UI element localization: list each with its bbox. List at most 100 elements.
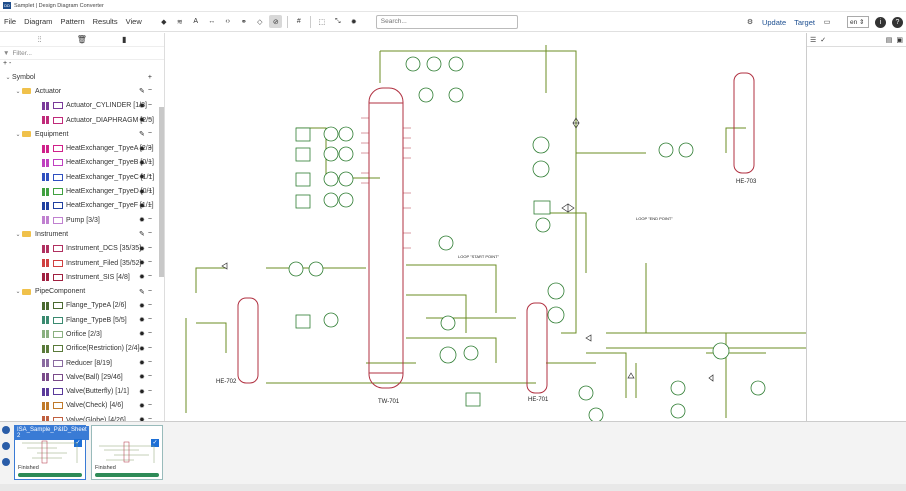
symbol-item[interactable]: Flange_TypeB [5/5]✹− — [0, 313, 164, 327]
arrows-icon[interactable]: ↔ — [208, 18, 216, 25]
select-icon[interactable]: ⬚ — [318, 18, 326, 26]
color-swatch[interactable] — [42, 401, 50, 410]
info-icon[interactable]: i — [875, 16, 886, 28]
minus-icon[interactable]: − — [147, 373, 152, 381]
minus-icon[interactable]: − — [147, 273, 152, 281]
sliders-icon[interactable]: ⫶⫶ — [37, 34, 42, 44]
minus-icon[interactable]: − — [147, 216, 152, 224]
symbol-item[interactable]: HeatExchanger_TpyeA [2/3]✹− — [0, 141, 164, 155]
edit-icon[interactable]: ✎ — [139, 88, 145, 96]
color-swatch[interactable] — [42, 158, 50, 167]
color-swatch[interactable] — [42, 273, 50, 282]
symbol-folder[interactable]: ⌄Actuator✎− — [0, 84, 164, 98]
sheet-thumbnail[interactable]: ISA_Sample_P&ID_Sheet 2 ✓ Finished — [14, 425, 89, 480]
color-swatch[interactable] — [42, 416, 50, 421]
symbol-item[interactable]: Reducer [8/19]✹− — [0, 356, 164, 370]
trash-icon[interactable]: 🗑 — [76, 35, 87, 44]
minus-icon[interactable]: − — [147, 301, 152, 309]
symbol-group[interactable]: ⌄Symbol+ — [0, 70, 164, 84]
menu-view[interactable]: View — [125, 17, 142, 26]
minus-icon[interactable]: − — [147, 244, 152, 252]
gear-icon[interactable]: ✹ — [139, 260, 145, 267]
color-swatch[interactable] — [42, 387, 50, 396]
clipboard-icon[interactable]: ▮ — [122, 35, 127, 44]
window-icon[interactable]: ▣ — [896, 36, 903, 44]
symbol-item[interactable]: Valve(Check) [4/6]✹− — [0, 399, 164, 413]
list-icon[interactable]: ☰ — [810, 36, 817, 44]
color-swatch[interactable] — [42, 259, 50, 267]
gear-icon[interactable]: ✹ — [139, 159, 145, 167]
gear-icon[interactable]: ✹ — [139, 274, 145, 282]
symbol-item[interactable]: Orifice [2/3]✹− — [0, 327, 164, 341]
gear-icon[interactable]: ✹ — [139, 188, 145, 196]
gear-icon[interactable]: ✹ — [139, 331, 145, 339]
gear-icon[interactable]: ✹ — [139, 302, 145, 310]
color-swatch[interactable] — [42, 316, 50, 325]
symbol-folder[interactable]: ⌄PipeComponent✎− — [0, 284, 164, 298]
gear-icon[interactable]: ✹ — [139, 417, 145, 421]
symbol-item[interactable]: Instrument_Filed [35/52]✹− — [0, 256, 164, 270]
minus-icon[interactable]: − — [147, 144, 152, 152]
color-swatch[interactable] — [42, 187, 50, 196]
chevron-down-icon[interactable]: ⌄ — [15, 231, 21, 238]
symbol-item[interactable]: Valve(Ball) [29/46]✹− — [0, 370, 164, 384]
minus-icon[interactable]: − — [147, 201, 152, 209]
gear-icon[interactable]: ✹ — [139, 202, 145, 210]
gear-icon[interactable]: ✹ — [139, 102, 145, 110]
color-swatch[interactable] — [42, 101, 50, 110]
horizontal-scrollbar[interactable] — [0, 484, 906, 491]
gear-icon[interactable]: ✹ — [139, 317, 145, 325]
check-circle-icon[interactable] — [2, 426, 10, 434]
symbol-item[interactable]: Valve(Butterfly) [1/1]✹− — [0, 385, 164, 399]
add-icon[interactable]: + — [147, 73, 152, 81]
minus-icon[interactable]: − — [147, 187, 152, 195]
gear-icon[interactable]: ✹ — [350, 18, 357, 26]
gear-icon[interactable]: ✹ — [139, 245, 145, 253]
gear-icon[interactable]: ✹ — [139, 217, 145, 225]
chevron-down-icon[interactable]: ⌄ — [5, 74, 11, 81]
code-icon[interactable]: ‹› — [225, 18, 231, 25]
chevron-down-icon[interactable]: ⌄ — [15, 131, 21, 138]
sheet-thumbnail[interactable]: ✓ Finished — [91, 425, 163, 480]
menu-diagram[interactable]: Diagram — [24, 17, 53, 26]
edit-icon[interactable]: ✎ — [139, 231, 145, 239]
gear-icon[interactable]: ✹ — [139, 174, 145, 182]
target-button[interactable]: Target — [794, 17, 815, 27]
minus-icon[interactable]: − — [147, 101, 152, 109]
minus-icon[interactable]: − — [147, 259, 152, 266]
menu-file[interactable]: File — [4, 17, 17, 26]
settings-icon[interactable]: ⚙ — [746, 19, 754, 26]
chevron-down-icon[interactable]: ⌄ — [15, 88, 21, 95]
minus-icon[interactable]: − — [147, 230, 152, 238]
scrollbar[interactable] — [159, 107, 164, 277]
symbol-item[interactable]: HeatExchanger_TpyeC [1/1]✹− — [0, 170, 164, 184]
text-icon[interactable]: A — [193, 18, 199, 25]
symbol-item[interactable]: Actuator_CYLINDER [1/3]✹− — [0, 99, 164, 113]
symbol-item[interactable]: HeatExchanger_TpyeF [1/1]✹− — [0, 199, 164, 213]
minus-icon[interactable]: − — [147, 130, 152, 138]
checkbox[interactable]: ✓ — [74, 439, 82, 447]
color-swatch[interactable] — [42, 116, 50, 125]
chevron-down-icon[interactable]: ⌄ — [15, 289, 21, 296]
minus-icon[interactable]: − — [147, 158, 152, 166]
sync-icon[interactable] — [2, 458, 10, 466]
minus-icon[interactable]: − — [147, 316, 152, 324]
diagram-canvas[interactable]: TW-701 HE-702 HE-701 HE-703 LOOP "END PO… — [166, 33, 806, 421]
color-swatch[interactable] — [42, 359, 50, 368]
gear-icon[interactable]: ✹ — [139, 117, 145, 125]
filter-field[interactable]: ▼ Filter... — [0, 47, 164, 60]
check-icon[interactable]: ✓ — [820, 36, 827, 44]
diamond-outline-icon[interactable]: ◇ — [257, 18, 263, 26]
color-swatch[interactable] — [42, 201, 50, 210]
color-swatch[interactable] — [42, 301, 50, 310]
minus-icon[interactable]: − — [147, 387, 152, 395]
edit-icon[interactable]: ✎ — [139, 131, 145, 139]
menu-pattern[interactable]: Pattern — [60, 17, 85, 26]
color-swatch[interactable] — [42, 330, 50, 339]
symbol-item[interactable]: Pump [3/3]✹− — [0, 213, 164, 227]
minus-icon[interactable]: − — [147, 401, 152, 409]
symbol-item[interactable]: HeatExchanger_TpyeD [0/1]✹− — [0, 184, 164, 198]
minus-icon[interactable]: − — [147, 173, 152, 181]
minus-icon[interactable]: − — [147, 359, 152, 367]
color-swatch[interactable] — [42, 244, 50, 253]
